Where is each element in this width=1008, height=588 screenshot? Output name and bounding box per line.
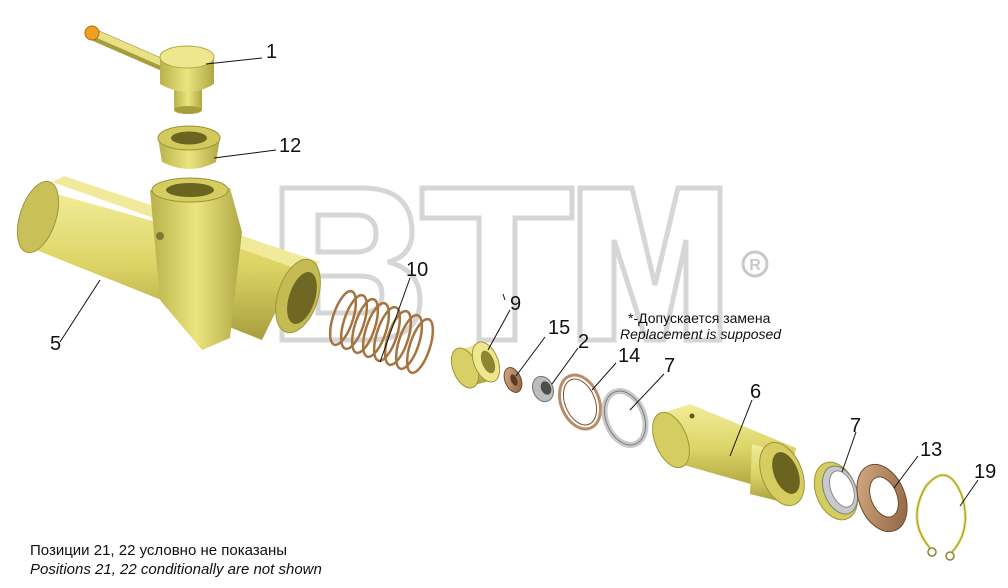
callout-5: 5: [50, 333, 62, 355]
callout-12: 12: [279, 135, 302, 157]
svg-text:R: R: [749, 257, 761, 274]
replacement-note-en: Replacement is supposed: [620, 326, 782, 342]
callout-10: 10: [406, 259, 429, 281]
footer-note-en: Positions 21, 22 conditionally are not s…: [30, 561, 322, 578]
part-6-tube: [652, 404, 805, 507]
callout-9: 9: [510, 293, 522, 315]
callout-15: 15: [548, 317, 571, 339]
callout-13: 13: [920, 439, 943, 461]
part-5-cylinder-body: [16, 176, 321, 350]
part-13-washer: [856, 463, 908, 533]
callout-6: 6: [750, 381, 762, 403]
part-7-ring-b: [813, 461, 859, 521]
part-14-o-ring: [557, 373, 603, 431]
part-1-lever-cap: [84, 25, 215, 114]
part-2-seal: [532, 375, 554, 403]
footer-note-ru: Позиции 21, 22 условно не показаны: [30, 542, 288, 559]
leader-lines: [59, 57, 979, 507]
callout-7-first: 7: [664, 355, 676, 377]
callout-1: 1: [266, 41, 278, 63]
part-9-sleeve: [450, 341, 501, 389]
part-7-ring-a: [601, 388, 649, 448]
part-19-snap-ring: [915, 473, 967, 561]
part-12-bushing: [157, 125, 221, 169]
replacement-note-ru: *-Допускается замена: [628, 310, 771, 326]
callout-14: 14: [618, 345, 641, 367]
callout-2: 2: [578, 331, 590, 353]
callout-19: 19: [974, 461, 997, 483]
callout-7-second: 7: [850, 415, 862, 437]
part-15-washer: [503, 367, 523, 393]
registered-mark: R: [741, 250, 769, 278]
part-10-spring: [328, 289, 435, 375]
